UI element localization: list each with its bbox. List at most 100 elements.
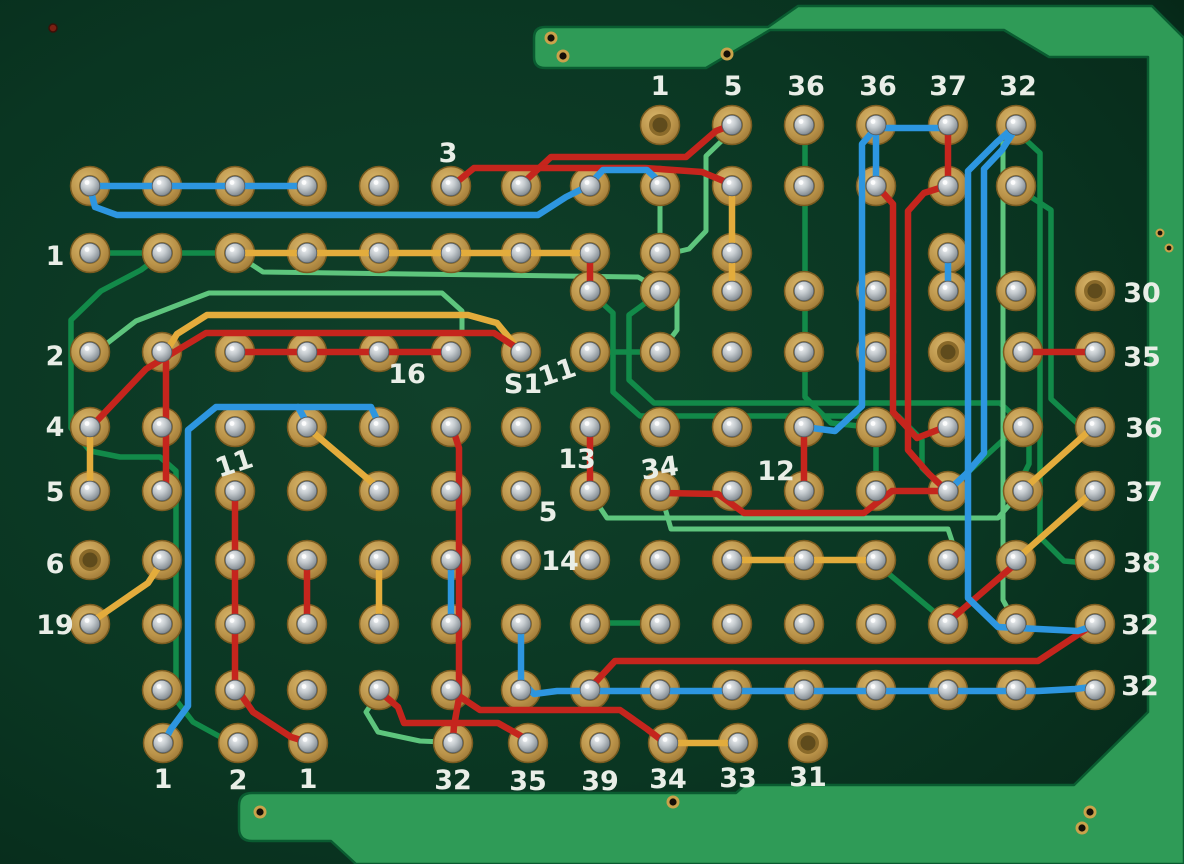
solder-blob (1084, 613, 1106, 635)
solder-blob (79, 416, 101, 438)
silkscreen-number: 30 (1123, 278, 1161, 309)
solder-blob (793, 480, 815, 502)
solder-highlight (232, 737, 238, 742)
solder-blob (937, 416, 959, 438)
solder-highlight (584, 554, 590, 559)
solder-blob (865, 480, 887, 502)
silkscreen-number: 1 (154, 764, 173, 795)
solder-highlight (726, 247, 732, 252)
solder-highlight (1010, 684, 1016, 689)
solder-highlight (84, 247, 90, 252)
solder-highlight (229, 421, 235, 426)
solder-blob (579, 679, 601, 701)
solder-highlight (1017, 421, 1023, 426)
solder-highlight (373, 346, 379, 351)
solder-highlight (301, 247, 307, 252)
solder-highlight (654, 618, 660, 623)
silkscreen-number: 5 (46, 477, 65, 508)
solder-blob (937, 175, 959, 197)
solder-highlight (515, 485, 521, 490)
solder-blob (224, 242, 246, 264)
solder-blob (579, 416, 601, 438)
solder-highlight (870, 285, 876, 290)
solder-highlight (373, 247, 379, 252)
solder-blob (296, 613, 318, 635)
solder-highlight (156, 421, 162, 426)
solder-blob (79, 613, 101, 635)
solder-highlight (156, 346, 162, 351)
copper-trace (626, 290, 1032, 489)
silkscreen-number: 5 (724, 71, 743, 102)
solder-highlight (584, 485, 590, 490)
solder-highlight (726, 421, 732, 426)
solder-blob (1005, 549, 1027, 571)
solder-highlight (654, 247, 660, 252)
solder-highlight (654, 180, 660, 185)
silkscreen-number: 37 (929, 71, 967, 102)
solder-blob (296, 242, 318, 264)
solder-highlight (798, 485, 804, 490)
solder-highlight (84, 485, 90, 490)
solder-highlight (1010, 285, 1016, 290)
mount-holes (48, 23, 1174, 835)
solder-highlight (445, 421, 451, 426)
solder-blob (865, 416, 887, 438)
solder-highlight (445, 618, 451, 623)
solder-blob (440, 679, 462, 701)
solder-highlight (515, 180, 521, 185)
solder-highlight (445, 180, 451, 185)
solder-highlight (942, 684, 948, 689)
edge-band (237, 4, 1184, 864)
solder-blob (227, 732, 249, 754)
solder-highlight (84, 421, 90, 426)
solder-highlight (373, 421, 379, 426)
solder-blob (296, 679, 318, 701)
jumper-wire (160, 311, 519, 359)
solder-highlight (654, 684, 660, 689)
solder-blob (368, 480, 390, 502)
solder-highlight (798, 684, 804, 689)
solder-blob (296, 416, 318, 438)
pad-bare-hole (652, 117, 668, 133)
solder-blob (793, 613, 815, 635)
solder-blob (510, 613, 532, 635)
jumper-wire (449, 688, 664, 743)
solder-highlight (229, 247, 235, 252)
solder-highlight (1017, 346, 1023, 351)
solder-highlight (229, 346, 235, 351)
solder-blob (440, 175, 462, 197)
solder-highlight (798, 346, 804, 351)
solder-blob (224, 480, 246, 502)
solder-highlight (870, 180, 876, 185)
hole (547, 34, 555, 42)
solder-highlight (726, 346, 732, 351)
solder-highlight (798, 119, 804, 124)
solder-blob (721, 280, 743, 302)
solder-blob (727, 732, 749, 754)
solder-blob (296, 480, 318, 502)
silkscreen-number: 36 (787, 71, 825, 102)
solder-blob (517, 732, 539, 754)
silkscreen-number: 31 (789, 762, 827, 793)
solder-blob (1012, 341, 1034, 363)
solder-highlight (447, 737, 453, 742)
solder-blob (721, 242, 743, 264)
silkscreen-number: S1 (504, 369, 542, 400)
solder-blob (937, 114, 959, 136)
hole (1157, 230, 1163, 236)
solder-highlight (584, 684, 590, 689)
solder-blob (793, 280, 815, 302)
solder-blob (865, 679, 887, 701)
solder-blob (937, 242, 959, 264)
solder-highlight (798, 180, 804, 185)
solder-joints (79, 114, 1106, 754)
solder-highlight (584, 285, 590, 290)
solder-highlight (870, 119, 876, 124)
solder-blob (151, 341, 173, 363)
solder-blob (657, 732, 679, 754)
silkscreen-number: 1 (46, 241, 65, 272)
solder-blob (579, 280, 601, 302)
jumper-wire (964, 123, 1094, 635)
solder-highlight (445, 554, 451, 559)
solder-blob (721, 175, 743, 197)
